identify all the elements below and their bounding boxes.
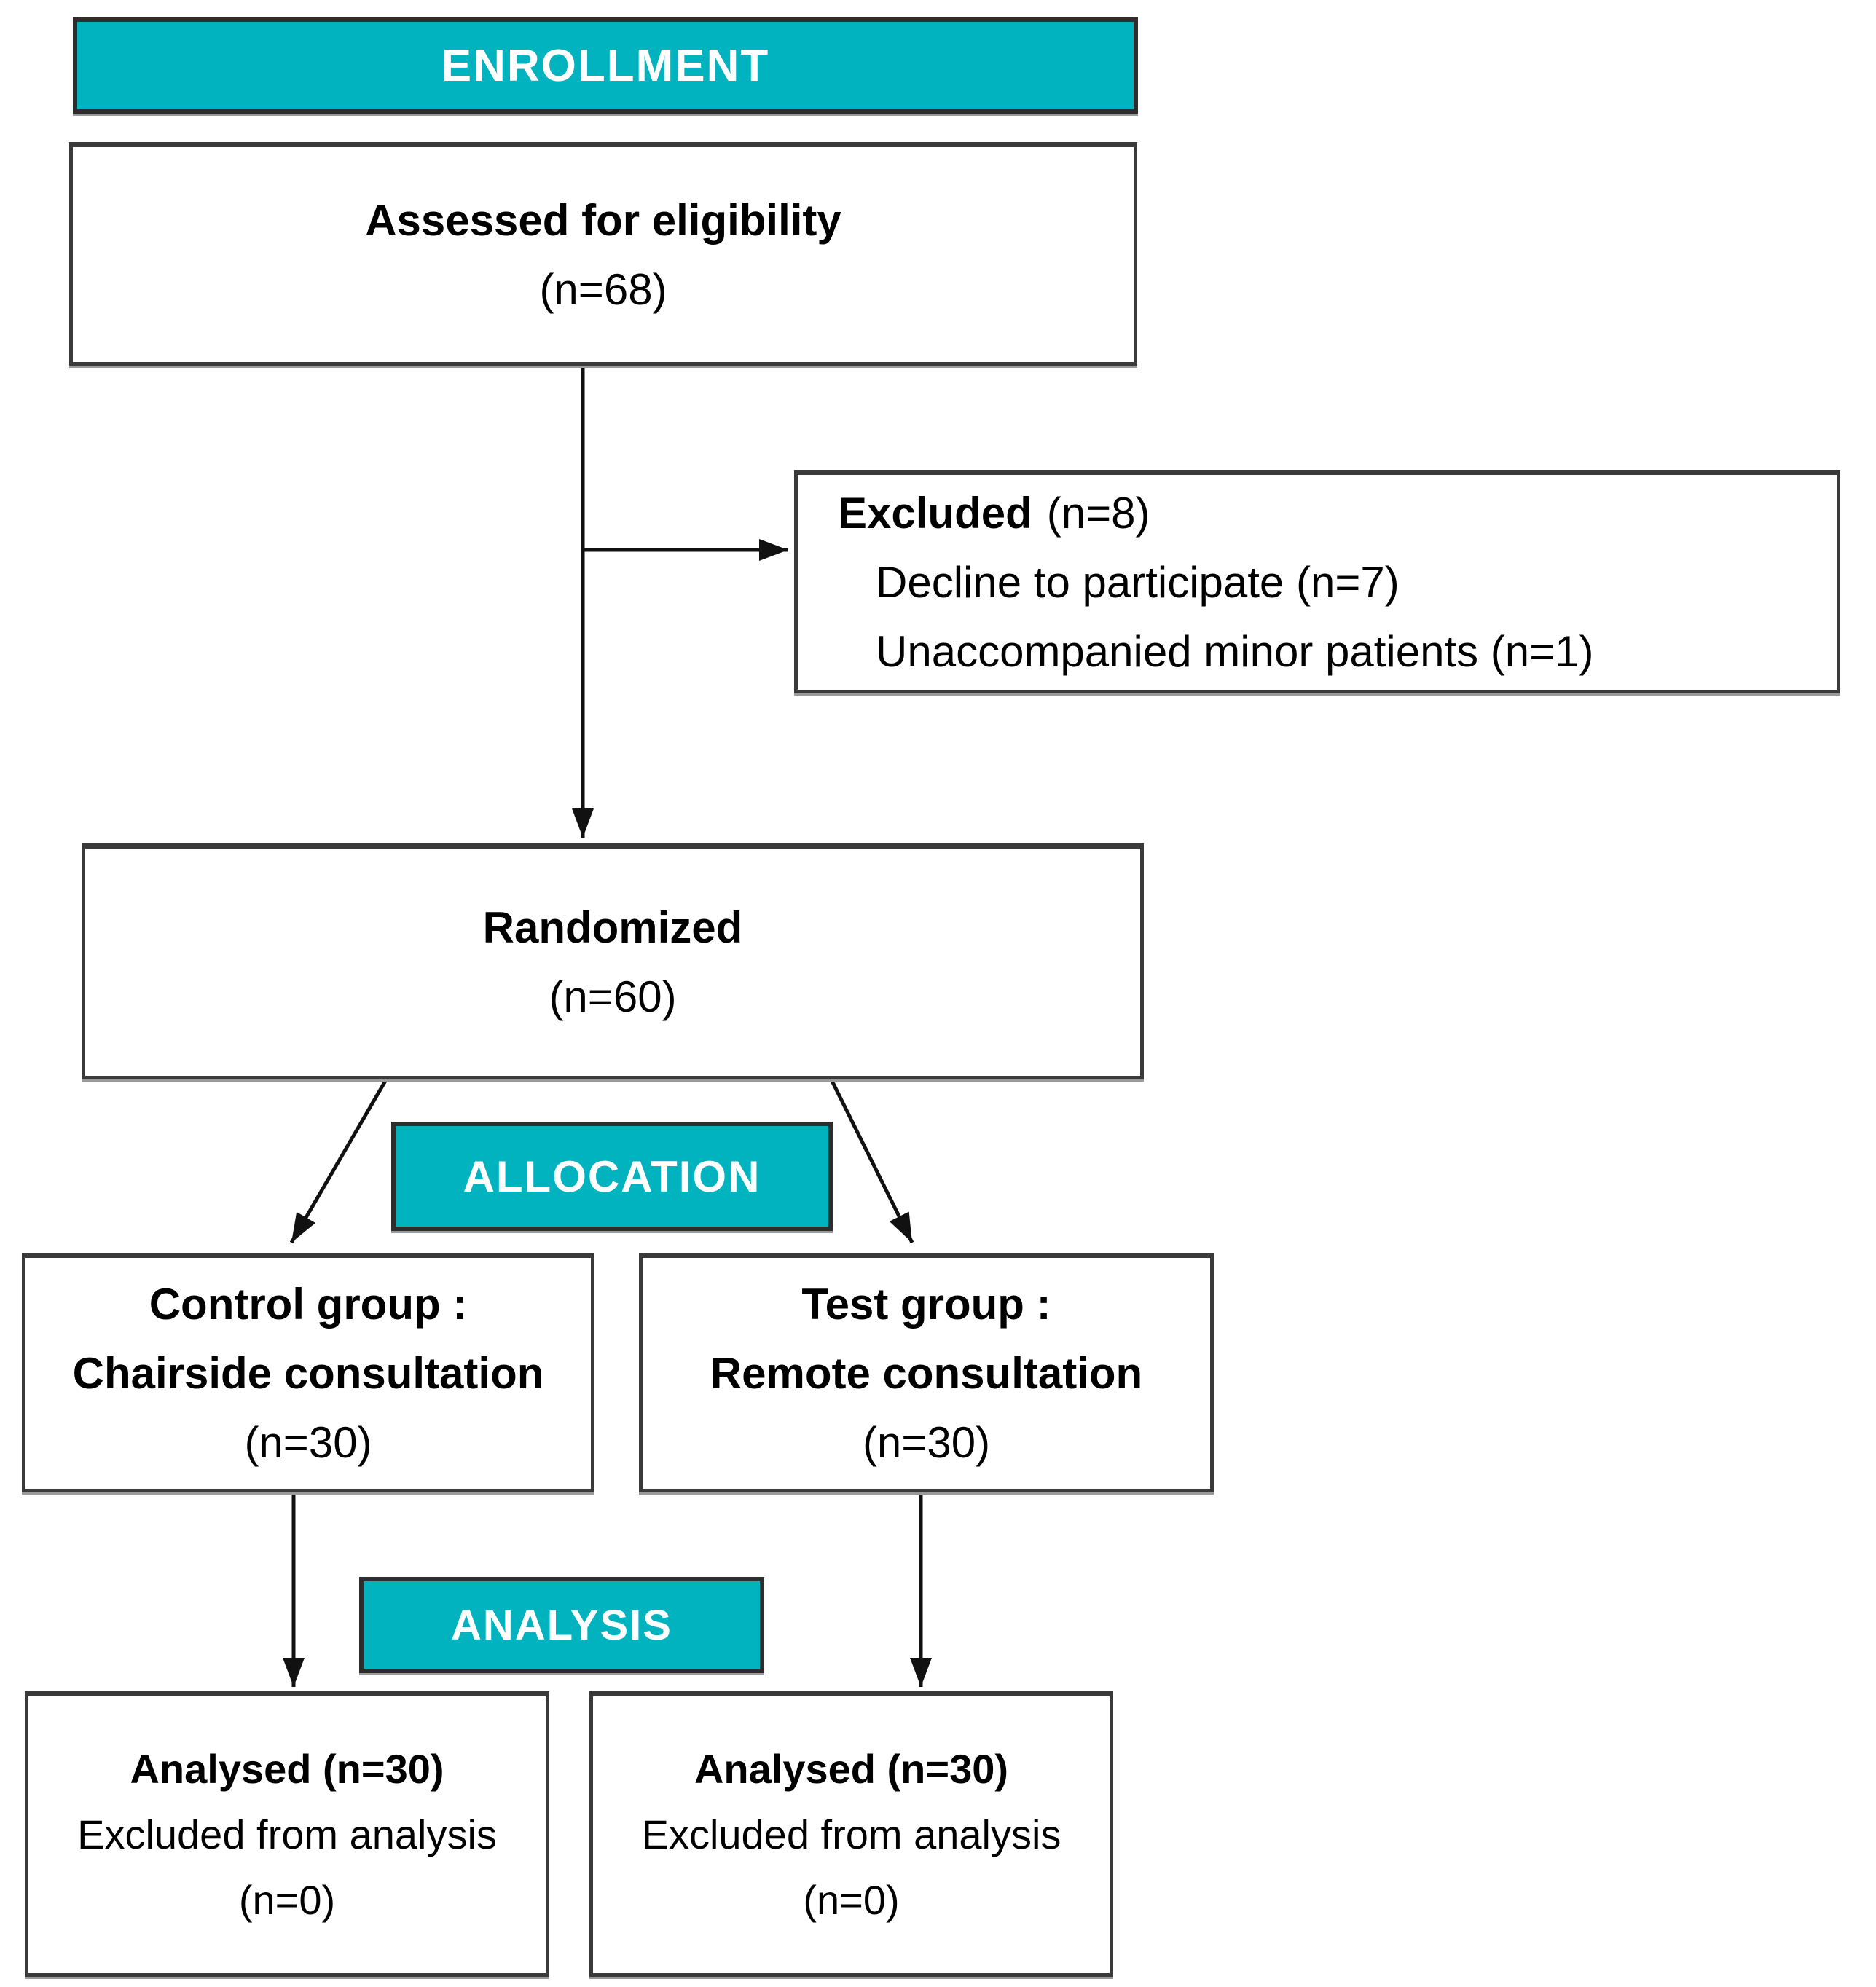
excluded-box: Excluded (n=8) Decline to participate (n=… [794, 470, 1840, 693]
randomized-title: Randomized [482, 903, 743, 952]
analysed-test-box: Analysed (n=30) Excluded from analysis (… [589, 1691, 1113, 1977]
analysed-control-excluded: Excluded from analysis [77, 1811, 497, 1857]
analysed-test-title: Analysed (n=30) [694, 1746, 1009, 1792]
control-group-box: Control group : Chairside consultation (… [22, 1253, 594, 1492]
analysed-control-box: Analysed (n=30) Excluded from analysis (… [25, 1691, 549, 1977]
assessed-title: Assessed for eligibility [365, 195, 841, 245]
arrow-randomized-to-control [289, 1079, 388, 1244]
excluded-title: Excluded [838, 489, 1032, 538]
allocation-banner: ALLOCATION [391, 1122, 833, 1231]
test-group-title: Test group : [801, 1280, 1051, 1329]
analysed-test-excluded: Excluded from analysis [641, 1811, 1061, 1857]
randomized-count: (n=60) [549, 972, 677, 1021]
control-group-title: Control group : [149, 1280, 468, 1329]
test-group-count: (n=30) [862, 1418, 991, 1467]
analysed-control-title: Analysed (n=30) [130, 1746, 444, 1792]
enrollment-banner: ENROLLMENT [73, 17, 1138, 114]
excluded-reason-minor: Unaccompanied minor patients (n=1) [876, 627, 1594, 676]
analysis-banner-label: ANALYSIS [451, 1601, 672, 1649]
enrollment-banner-label: ENROLLMENT [441, 40, 770, 91]
arrow-randomized-to-test [830, 1079, 914, 1244]
assessed-for-eligibility-box: Assessed for eligibility (n=68) [69, 142, 1137, 366]
randomized-box: Randomized (n=60) [82, 843, 1144, 1079]
analysed-test-excluded-count: (n=0) [803, 1877, 900, 1923]
control-group-subtitle: Chairside consultation [72, 1349, 544, 1398]
assessed-count: (n=68) [539, 264, 667, 314]
control-group-count: (n=30) [244, 1418, 372, 1467]
test-group-subtitle: Remote consultation [710, 1349, 1143, 1398]
analysis-banner: ANALYSIS [359, 1577, 764, 1673]
allocation-banner-label: ALLOCATION [463, 1152, 761, 1201]
test-group-box: Test group : Remote consultation (n=30) [639, 1253, 1214, 1492]
excluded-count: (n=8) [1046, 489, 1150, 538]
excluded-title-line: Excluded (n=8) [838, 479, 1837, 548]
analysed-control-excluded-count: (n=0) [238, 1877, 336, 1923]
excluded-reason-decline: Decline to participate (n=7) [876, 558, 1400, 607]
